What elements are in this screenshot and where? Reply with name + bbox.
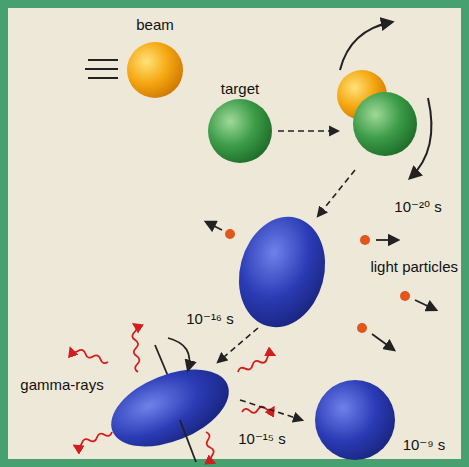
time-label: 10⁻²⁰ s — [394, 198, 441, 215]
particle-label: beam — [118, 16, 192, 33]
time-label: 10⁻¹⁵ s — [238, 430, 285, 447]
annotation-label: light particles — [370, 258, 458, 275]
annotation-label: gamma-rays — [20, 376, 103, 393]
time-label: 10⁻¹⁶ s — [186, 310, 233, 327]
time-label: 10⁻⁹ s — [403, 436, 446, 453]
particle-label: target — [203, 80, 277, 97]
nucleus-sphere: target — [203, 80, 277, 164]
nucleus-sphere: beam — [118, 16, 192, 100]
